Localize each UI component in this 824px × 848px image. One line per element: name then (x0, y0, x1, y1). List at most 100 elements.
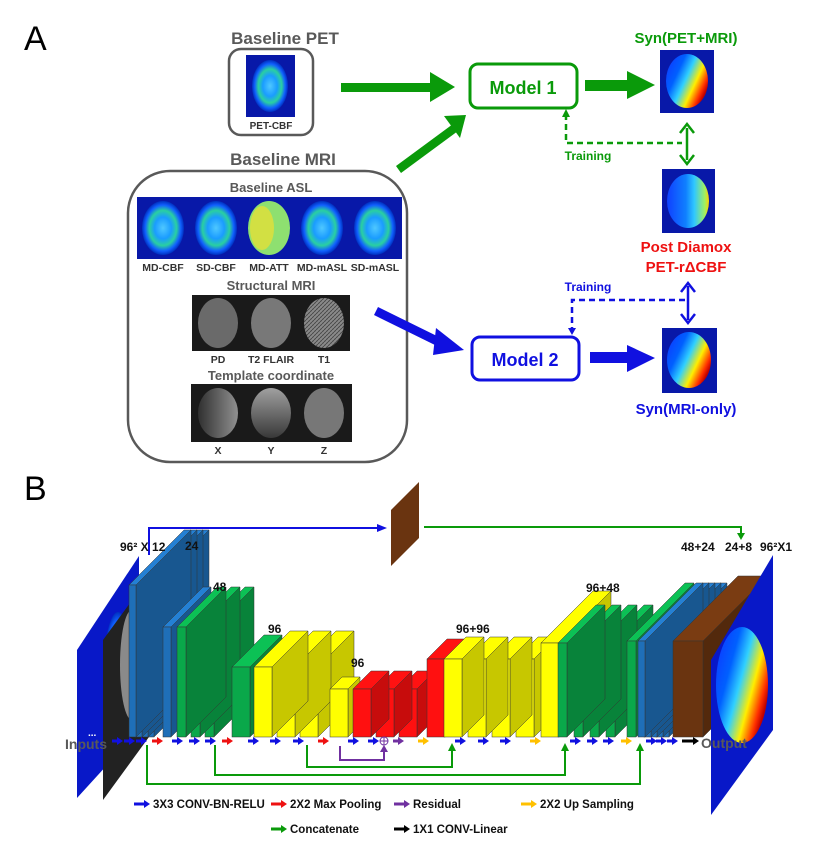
operation-arrow-maxpool (318, 737, 329, 745)
dim-label-48: 48 (213, 580, 227, 594)
operation-arrow-conv (124, 737, 135, 745)
structural-image-strip (192, 295, 350, 351)
operation-arrow-conv (455, 737, 466, 745)
pet-cbf-label: PET-CBF (250, 121, 293, 132)
legend-item: 2X2 Up Sampling (521, 799, 634, 811)
model2-training-label: Training (565, 280, 612, 294)
dim-label-24: 24 (185, 539, 199, 553)
asl-label-md-cbf: MD-CBF (142, 262, 184, 274)
legend-label: Residual (413, 799, 461, 811)
model2-to-syn-arrow (590, 345, 655, 372)
operation-arrow-conv (500, 737, 511, 745)
dim-label-output: 96²X1 (760, 540, 792, 554)
model1-training-connector (562, 109, 682, 145)
template-x-image (198, 388, 238, 438)
operation-arrow-conv (136, 737, 147, 745)
operation-arrows (112, 737, 699, 745)
global-skip-connection (148, 482, 745, 566)
residual-connector (339, 736, 389, 761)
unet-architecture (77, 529, 773, 815)
model2-training-connector (568, 298, 685, 335)
inputs-ellipsis: ... (88, 728, 97, 739)
concat-skip-1 (146, 745, 641, 785)
asl-md-cbf (142, 201, 184, 255)
template-coordinate-title: Template coordinate (208, 368, 334, 383)
operation-arrow-conv (368, 737, 379, 745)
brown-feature-map (391, 482, 419, 566)
operation-arrow-conv (293, 737, 304, 745)
operation-arrow-conv (667, 737, 678, 745)
operation-arrow-conv (112, 737, 123, 745)
pd-image (198, 298, 238, 348)
operation-arrow-conv (248, 737, 259, 745)
bottleneck-conv (352, 670, 390, 738)
inputs-label: Inputs (65, 736, 107, 752)
legend-item: 1X1 CONV-Linear (394, 824, 508, 836)
template-label-x: X (214, 445, 221, 457)
baseline-pet-box (227, 47, 315, 137)
model1-training-label: Training (565, 149, 612, 163)
template-image-strip (191, 384, 352, 442)
legend-item: Concatenate (271, 824, 359, 836)
asl-md-masl (301, 201, 343, 255)
enc2-conv (176, 586, 227, 738)
asl-image-strip (137, 197, 402, 259)
post-diamox-label: Post Diamox (641, 239, 733, 256)
concat-skip-3 (306, 745, 453, 768)
model1-to-syn-arrow (585, 71, 655, 99)
dim-label-96b: 96 (351, 656, 365, 670)
legend-label: 2X2 Max Pooling (290, 799, 381, 811)
output-label: Output (701, 735, 747, 751)
model2-box (470, 335, 581, 382)
panel-b-label: B (24, 470, 47, 508)
operation-arrow-residual (393, 737, 404, 745)
syn1-target-double-arrow (679, 121, 695, 167)
operation-arrow-conv (570, 737, 581, 745)
struct-label-t2-flair: T2 FLAIR (248, 354, 294, 366)
legend-item: 2X2 Max Pooling (271, 799, 381, 811)
operation-arrow-upsample (530, 737, 541, 745)
dec2-conv (557, 604, 606, 738)
dec3-conv (443, 636, 485, 738)
legend-label: 1X1 CONV-Linear (413, 824, 508, 836)
concat-connectors (146, 745, 641, 785)
t1-image (304, 298, 344, 348)
struct-label-pd: PD (211, 354, 226, 366)
syn-mri-only-image (662, 328, 717, 393)
pet-rdcbf-label: PET-rΔCBF (646, 259, 727, 276)
dim-label-48-24: 48+24 (681, 540, 715, 554)
enc3-conv (253, 630, 309, 738)
t2-flair-image (251, 298, 291, 348)
operation-arrow-upsample (418, 737, 429, 745)
operation-arrow-conv (270, 737, 281, 745)
model2-label: Model 2 (491, 350, 558, 370)
template-y-image (251, 388, 291, 438)
operation-arrow-conv (646, 737, 657, 745)
operation-arrow-conv (478, 737, 489, 745)
mri-to-model2-arrow (374, 307, 464, 355)
asl-label-md-att: MD-ATT (249, 262, 289, 274)
asl-label-md-masl: MD-mASL (297, 262, 348, 274)
dim-label-input: 96² X 12 (120, 540, 166, 554)
baseline-pet-title: Baseline PET (231, 29, 339, 48)
syn-pet-mri-image (660, 50, 714, 113)
dim-label-96a: 96 (268, 622, 282, 636)
template-label-y: Y (267, 445, 274, 457)
operation-arrow-maxpool (152, 737, 163, 745)
operation-arrow-conv (587, 737, 598, 745)
operation-arrow-conv (205, 737, 216, 745)
baseline-mri-box (126, 169, 409, 464)
output-brain (716, 627, 768, 743)
operation-arrow-conv (189, 737, 200, 745)
syn-pet-mri-label: Syn(PET+MRI) (635, 30, 738, 47)
operation-arrow-conv (656, 737, 667, 745)
asl-title: Baseline ASL (230, 180, 313, 195)
template-label-z: Z (321, 445, 328, 457)
asl-label-sd-cbf: SD-CBF (196, 262, 236, 274)
operation-arrow-maxpool (222, 737, 233, 745)
panel-a-label: A (24, 20, 47, 58)
operation-arrow-upsample (621, 737, 632, 745)
asl-sd-masl (354, 201, 396, 255)
